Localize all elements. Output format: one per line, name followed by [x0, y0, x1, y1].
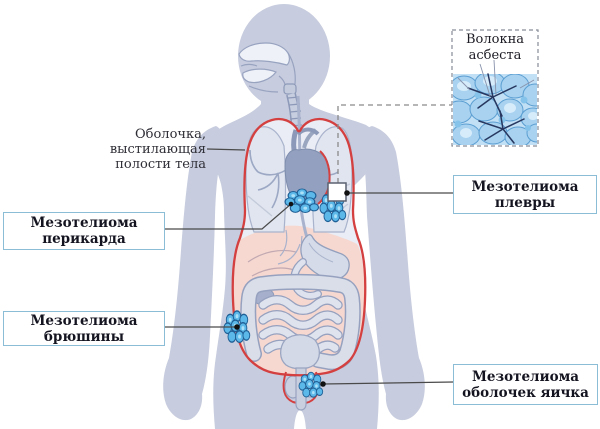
right-arm — [360, 126, 425, 421]
callout-pericardium-line2: перикарда — [42, 231, 126, 247]
pericardium-pointer-line — [163, 203, 292, 230]
callout-testicle-line1: Мезотелиома — [471, 368, 580, 385]
callout-pleura-line1: Мезотелиома — [471, 178, 579, 195]
callout-peritoneum-line1: Мезотелиома — [30, 312, 138, 329]
callout-pericardium: Мезотелиома перикарда — [3, 212, 165, 250]
inset-title-line2: асбеста — [468, 48, 522, 63]
callout-peritoneum: Мезотелиома брюшины — [3, 311, 165, 346]
tumor-testicle — [298, 371, 324, 398]
callout-pericardium-line1: Мезотелиома — [30, 215, 138, 231]
membrane-pointer-line — [206, 148, 246, 151]
inset-title-line1: Волокна — [465, 32, 524, 47]
callout-pleura-line2: плевры — [494, 194, 556, 211]
airway-profile — [238, 42, 297, 95]
inset-cells — [453, 74, 537, 145]
membrane-label-line1: Оболочка, — [135, 127, 206, 142]
magnifier-square — [327, 182, 347, 202]
pointer-dots — [234, 190, 350, 387]
membrane-outline — [231, 117, 367, 377]
callout-testicle: Мезотелиома оболочек яичка — [453, 364, 598, 405]
membrane-label-line2: выстилающая — [109, 142, 206, 157]
dashed-connector — [337, 104, 452, 183]
left-arm — [163, 126, 226, 421]
membrane-label-line3: полости тела — [115, 157, 206, 172]
callout-testicle-line2: оболочек яичка — [462, 384, 589, 401]
inset-title: Волокна асбеста — [452, 32, 538, 64]
connector-lines — [163, 148, 454, 385]
inset-asbestos — [451, 29, 539, 147]
bladder — [279, 334, 321, 370]
tumor-pericardium — [284, 188, 320, 214]
callout-pleura: Мезотелиома плевры — [453, 175, 597, 214]
testicle-pointer-line — [322, 381, 454, 385]
asbestos-needles — [457, 59, 535, 97]
stomach — [290, 234, 350, 300]
asbestos-fibers — [467, 73, 525, 144]
callout-peritoneum-line2: брюшины — [43, 328, 125, 345]
membrane-label: Оболочка, выстилающая полости тела — [66, 127, 206, 172]
